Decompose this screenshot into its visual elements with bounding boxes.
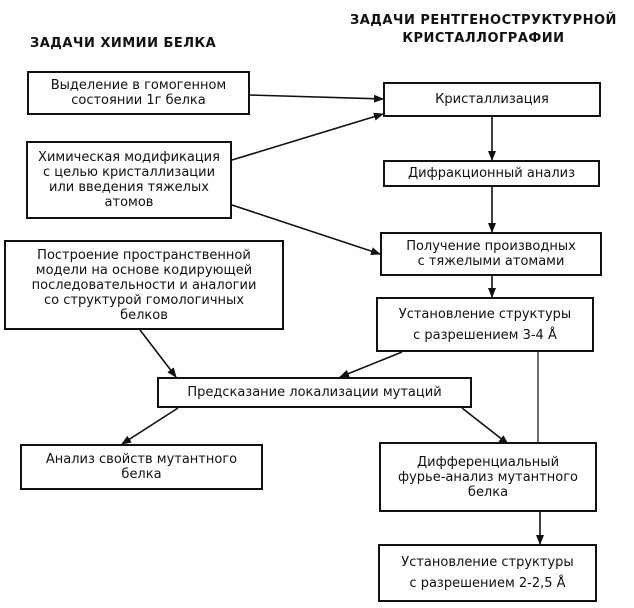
model-line-1: Построение пространственной: [37, 247, 251, 263]
right-header-line-2: КРИСТАЛЛОГРАФИИ: [402, 31, 565, 46]
analysis-line-2: белка: [121, 467, 162, 482]
arrow-prediction-to-fourier: [461, 407, 509, 445]
model-line-5: белков: [120, 307, 168, 323]
diffraction-text: Дифракционный анализ: [408, 166, 575, 181]
arrow-prediction-to-analysis: [121, 407, 179, 445]
modification-line-3: или введения тяжелых: [49, 180, 209, 195]
structure-low-line-1: Установление структуры: [398, 306, 572, 322]
fourier-line-1: Дифференциальный: [416, 454, 560, 470]
box-mutant-analysis: Анализ свойств мутантного белка: [20, 444, 263, 490]
box-heavy-atom-derivatives: Получение производных с тяжелыми атомами: [380, 232, 602, 276]
right-header-line-1: ЗАДАЧИ РЕНТГЕНОСТРУКТУРНОЙ: [350, 13, 617, 28]
arrow-structure-low-to-prediction: [339, 351, 403, 378]
isolation-line-2: состоянии 1г белка: [71, 93, 206, 108]
derivatives-line-2: с тяжелыми атомами: [417, 254, 565, 269]
box-structure-high-resolution: Установление структуры с разрешением 2-2…: [378, 544, 597, 602]
box-model: Построение пространственной модели на ос…: [4, 240, 284, 330]
structure-high-line-1: Установление структуры: [401, 555, 574, 570]
structure-high-line-2: с разрешением 2-2,5 Å: [409, 576, 566, 591]
crystallization-text: Кристаллизация: [435, 92, 549, 107]
model-line-4: со структурой гомологичных: [43, 292, 245, 308]
box-structure-low-resolution: Установление структуры с разрешением 3-4…: [376, 297, 594, 352]
fourier-line-2: фурье-анализ мутантного: [398, 469, 578, 485]
arrow-model-to-prediction: [139, 329, 177, 378]
model-line-3: последовательности и аналогии: [31, 277, 257, 293]
modification-line-4: атомов: [104, 195, 154, 210]
box-differential-fourier: Дифференциальный фурье-анализ мутантного…: [379, 442, 597, 512]
modification-line-2: с целью кристаллизации: [42, 165, 216, 180]
analysis-line-1: Анализ свойств мутантного: [45, 452, 238, 467]
arrow-isolation-to-crystallization: [249, 94, 384, 103]
box-crystallization: Кристаллизация: [383, 82, 601, 117]
left-column-header: ЗАДАЧИ ХИМИИ БЕЛКА: [30, 36, 217, 51]
structure-low-line-2: с разрешением 3-4 Å: [413, 327, 557, 343]
arrow-modification-to-derivatives: [231, 204, 381, 255]
box-modification: Химическая модификация с целью кристалли…: [26, 141, 232, 219]
modification-line-1: Химическая модификация: [38, 150, 220, 165]
derivatives-line-1: Получение производных: [406, 239, 576, 254]
box-mutation-prediction: Предсказание локализации мутаций: [157, 377, 472, 408]
arrow-modification-to-crystallization: [231, 112, 384, 161]
box-diffraction: Дифракционный анализ: [383, 160, 600, 187]
isolation-line-1: Выделение в гомогенном: [50, 78, 227, 93]
right-column-header: ЗАДАЧИ РЕНТГЕНОСТРУКТУРНОЙ КРИСТАЛЛОГРАФ…: [350, 12, 617, 48]
prediction-text: Предсказание локализации мутаций: [187, 385, 442, 400]
fourier-line-3: белка: [467, 484, 509, 500]
box-isolation: Выделение в гомогенном состоянии 1г белк…: [27, 71, 250, 115]
model-line-2: модели на основе кодирующей: [35, 262, 253, 278]
